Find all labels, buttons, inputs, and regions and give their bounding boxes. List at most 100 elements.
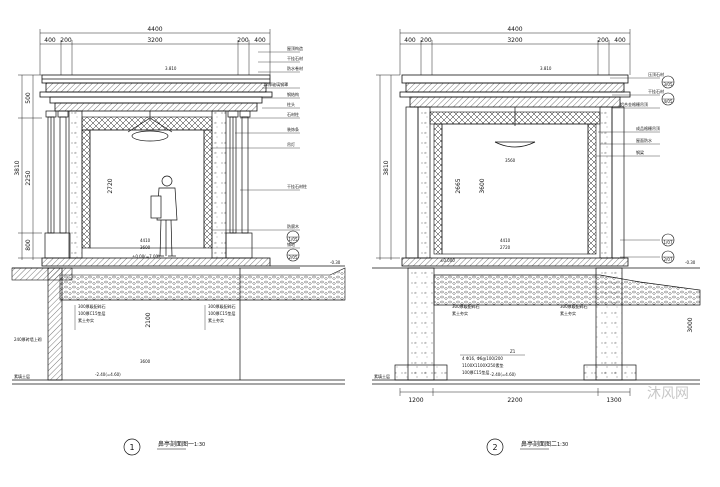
- callout-2-4: 2/07: [661, 250, 675, 264]
- dim-left-2-1: 3810: [383, 160, 390, 175]
- roof-level-2: 3.810: [540, 66, 552, 71]
- dim-left-4: 800: [25, 239, 32, 251]
- foundation-note-1: 300厚级配碎石: [78, 303, 106, 309]
- foundation-2: [372, 267, 701, 385]
- label-7: 石材柱: [287, 111, 299, 117]
- base-level-2: -2.40(=4.60): [490, 372, 516, 377]
- plan-dim-1: 4410: [140, 238, 151, 243]
- bottom-dimension-chain-2: [399, 388, 631, 396]
- callout-2-1: 3/05: [661, 75, 675, 89]
- plan-dim-2: 3600: [140, 245, 151, 250]
- overall-width-2: 4400: [507, 26, 522, 33]
- svg-text:4/05: 4/05: [664, 99, 673, 104]
- svg-text:1/05: 1/05: [289, 237, 298, 242]
- section-1-number: 1: [129, 443, 134, 452]
- foundation-leaders: [74, 305, 206, 330]
- foundation-note-2: 100厚C15垫层: [78, 310, 106, 316]
- left-dimension-chain: [18, 74, 42, 260]
- label-2: 干挂石材: [287, 55, 303, 61]
- label-2-6: 钢梁: [636, 149, 644, 155]
- roof-cornice: [39, 74, 273, 112]
- footing-notes-2: Z1 4 Φ16, Φ6@100/200 1100X1100X250素垫 100…: [460, 349, 525, 375]
- footing-note-3: 100厚C15垫层: [462, 369, 490, 375]
- foundation-width: 3600: [140, 359, 151, 364]
- plan-dim-2-1: 4410: [500, 238, 511, 243]
- svg-text:3/05: 3/05: [664, 82, 673, 87]
- svg-text:2/07: 2/07: [664, 257, 673, 262]
- foundation-note-3: 素土夯实: [78, 317, 94, 323]
- dim-top-2-3: 3200: [507, 37, 522, 44]
- wall-note: 240厚砖墙上砌: [14, 336, 42, 342]
- section-2-title: 2 鼻亭剖面图二 1:30: [486, 438, 568, 456]
- foundation-note-5: 100厚C15垫层: [208, 310, 236, 316]
- human-figure: [150, 175, 178, 257]
- label-2-1: 压顶石材: [648, 71, 664, 77]
- section-2-scale: 1:30: [557, 442, 568, 448]
- section-1: 4400 400 200 3200 200 400 500 2250 3810 …: [11, 26, 346, 456]
- dim-left-3: 3810: [14, 160, 21, 175]
- base-level: -2.40(=4.60): [95, 372, 121, 377]
- foundation-note-2-2: 素土夯实: [452, 310, 468, 316]
- foundation-note-2-3: 300厚级配碎石: [560, 303, 588, 309]
- pendant-lamp-2: [494, 107, 536, 148]
- roof-level: 3.810: [165, 66, 177, 71]
- lattice-arch: [81, 116, 213, 249]
- ground-layers: [11, 267, 346, 301]
- section-2: 4400 400 200 3200 200 400 3810 2665 3600…: [372, 26, 701, 456]
- overall-width: 4400: [147, 26, 162, 33]
- label-2-2: 干挂石材: [648, 88, 664, 94]
- dim-left-2-2: 2665: [455, 178, 462, 193]
- label-10: 干挂石材柱: [287, 183, 307, 189]
- footing-note-2: 1100X1100X250素垫: [462, 362, 503, 368]
- footing-dim-1: 1200: [408, 397, 423, 404]
- dim-left-2: 2250: [25, 170, 32, 185]
- pendant-lamp: [127, 111, 173, 142]
- footing-dim-2: 2200: [507, 397, 522, 404]
- top-dimension-chain: [39, 29, 271, 75]
- callout-2: 2/05: [286, 248, 300, 262]
- foundation-depth: 2100: [145, 312, 152, 327]
- ground-level: -0.30: [330, 260, 341, 265]
- dim-left-2-3: 3600: [479, 178, 486, 193]
- plan-dim-2-2: 2720: [500, 245, 511, 250]
- dim-top-2-4: 200: [597, 37, 609, 44]
- dim-top-4: 200: [237, 37, 249, 44]
- label-leaders: [210, 51, 300, 249]
- section-1-title-text: 鼻亭剖面图一: [158, 440, 194, 448]
- svg-text:1/07: 1/07: [664, 240, 673, 245]
- section-1-title: 1 鼻亭剖面图一 1:30: [123, 438, 205, 456]
- dim-top-5: 400: [254, 37, 266, 44]
- left-column: [44, 110, 83, 259]
- inner-width-2: 3560: [505, 158, 516, 163]
- label-5: 钢结构: [287, 91, 299, 97]
- footing-label: Z1: [510, 349, 516, 354]
- left-dimension-chain-2: [376, 74, 400, 260]
- watermark-text: 沐风网: [647, 386, 689, 402]
- callout-2-2: 4/05: [661, 92, 675, 106]
- foundation-note-4: 300厚级配碎石: [208, 303, 236, 309]
- foundation-note-2-4: 素土夯实: [560, 310, 576, 316]
- label-1: 屋顶构造: [287, 45, 303, 51]
- label-11: 防腐木: [287, 223, 299, 229]
- foundation-note-6: 素土夯实: [208, 317, 224, 323]
- section-2-number: 2: [492, 443, 497, 452]
- label-leaders-2: [596, 77, 660, 258]
- label-4: 12厚玻璃钢罩: [263, 81, 288, 87]
- dim-left-1: 500: [25, 92, 32, 104]
- callout-1: 1/05: [286, 230, 300, 244]
- callout-2-3: 1/07: [661, 233, 675, 247]
- label-3: 防水卷材: [287, 65, 303, 71]
- svg-text:2/05: 2/05: [289, 255, 298, 260]
- footing-note-1: 4 Φ16, Φ6@100/200: [462, 356, 503, 361]
- roof-cornice-2: [399, 74, 631, 108]
- label-6: 柱头: [287, 101, 295, 107]
- label-12: 铺地: [287, 241, 295, 247]
- dim-top-2-2: 200: [420, 37, 432, 44]
- fill-note-2: 素填土层: [374, 373, 390, 379]
- label-8: 装饰条: [287, 126, 299, 132]
- side-walls-2: [405, 106, 625, 259]
- section-1-scale: 1:30: [194, 442, 205, 448]
- dim-top-2-5: 400: [614, 37, 626, 44]
- section-2-title-text: 鼻亭剖面图二: [521, 440, 557, 448]
